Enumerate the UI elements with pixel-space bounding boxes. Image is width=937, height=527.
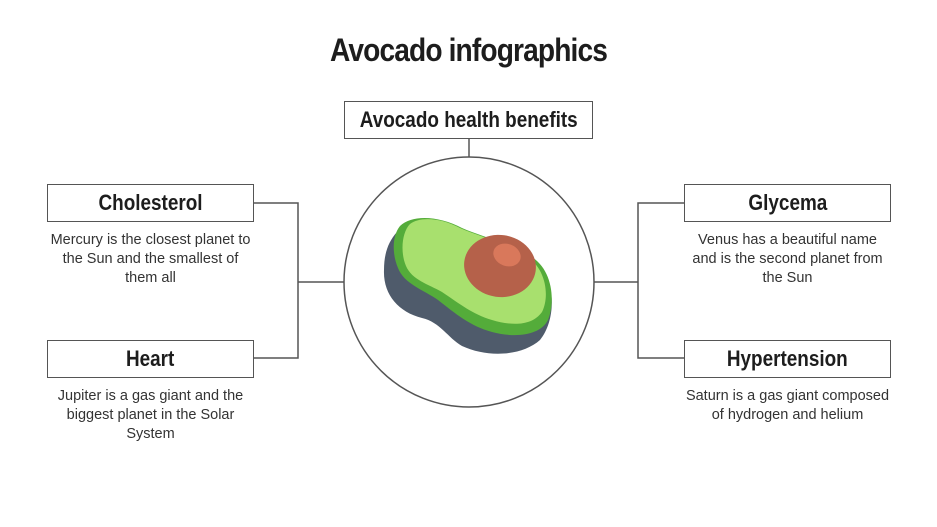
avocado-half-icon: [383, 217, 552, 354]
benefit-description-heart: Jupiter is a gas giant and the biggest p…: [57, 388, 244, 442]
benefit-description-cholesterol: Mercury is the closest planet to the Sun…: [50, 232, 251, 286]
benefit-label: Heart: [126, 346, 175, 371]
benefit-label: Hypertension: [727, 346, 848, 371]
benefit-box-heart: Heart: [47, 340, 254, 378]
benefit-box-glycema: Glycema: [684, 184, 891, 222]
benefit-label: Cholesterol: [98, 190, 203, 215]
benefit-box-cholesterol: Cholesterol: [47, 184, 254, 222]
benefit-label: Glycema: [748, 190, 827, 215]
benefit-description-glycema: Venus has a beautiful name and is the se…: [692, 232, 883, 286]
benefit-box-hypertension: Hypertension: [684, 340, 891, 378]
benefit-description-hypertension: Saturn is a gas giant composed of hydrog…: [685, 388, 890, 423]
page-title: Avocado infographics: [329, 32, 608, 68]
center-title-box: Avocado health benefits: [344, 101, 593, 139]
center-title-label: Avocado health benefits: [359, 107, 578, 132]
